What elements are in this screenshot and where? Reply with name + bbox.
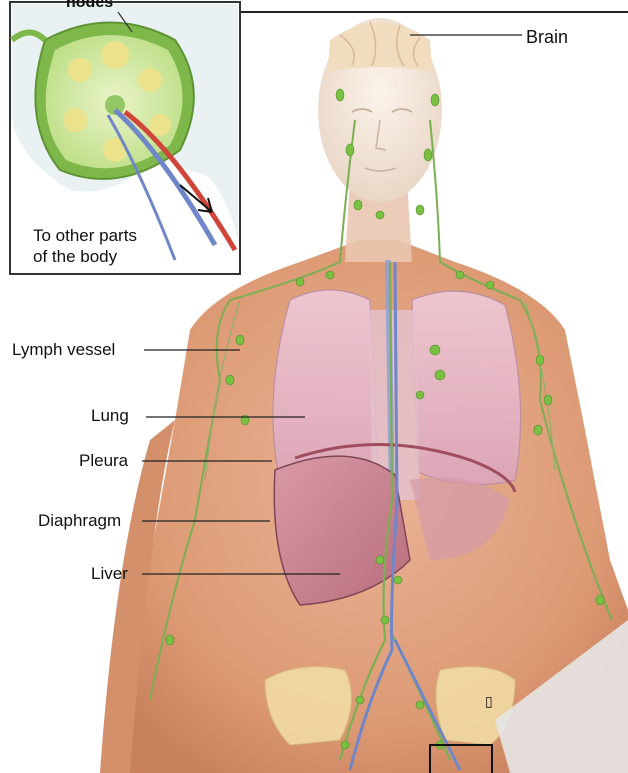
inset-caption-line1: To other parts (33, 226, 137, 246)
brain-label: Brain (526, 28, 568, 46)
liver-label: Liver (91, 565, 128, 582)
diaphragm-label: Diaphragm (38, 512, 121, 529)
pleura-label: Pleura (79, 452, 128, 469)
lung-label: Lung (91, 407, 129, 424)
magnifier-marker: ▯ (485, 694, 493, 708)
lymph-vessel-label: Lymph vessel (12, 341, 115, 358)
inset-caption-line2: of the body (33, 247, 117, 267)
inset-top-label: nodes (66, 0, 113, 12)
